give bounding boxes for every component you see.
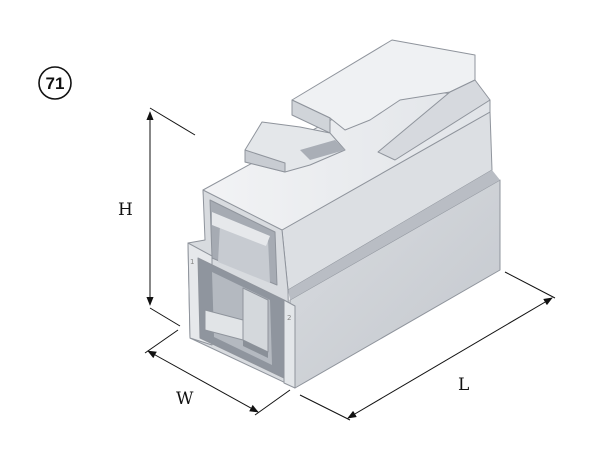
height-ext-bottom [149, 307, 181, 327]
length-label: L [458, 375, 469, 395]
rear-block-side [377, 79, 491, 161]
part-number-badge: 71 [38, 66, 72, 100]
badge-circle [38, 66, 72, 100]
terminal-contact-shadow [243, 340, 268, 358]
width-arrow [147, 350, 259, 413]
height-dimension: H [118, 107, 196, 327]
latch-slot [300, 140, 345, 160]
height-label: H [118, 200, 133, 220]
upper-cavity-ledge [212, 212, 270, 246]
cavity-mark-2: 2 [287, 314, 291, 322]
width-dimension: W [144, 329, 291, 416]
width-label: W [176, 389, 194, 409]
length-dimension: L [299, 271, 556, 421]
length-ext-right [504, 271, 556, 299]
height-ext-top [149, 107, 196, 136]
cavity-mark: 1 [190, 258, 194, 266]
length-ext-left [299, 394, 351, 421]
locking-latch-face [244, 149, 286, 173]
rear-block-top [291, 39, 476, 131]
width-ext-right [254, 389, 291, 416]
length-arrow [347, 297, 553, 419]
part-number-text: 71 [46, 74, 65, 93]
connector-housing: 1 2 [187, 39, 501, 389]
housing-side-groove [288, 170, 500, 300]
width-ext-left [144, 329, 179, 354]
